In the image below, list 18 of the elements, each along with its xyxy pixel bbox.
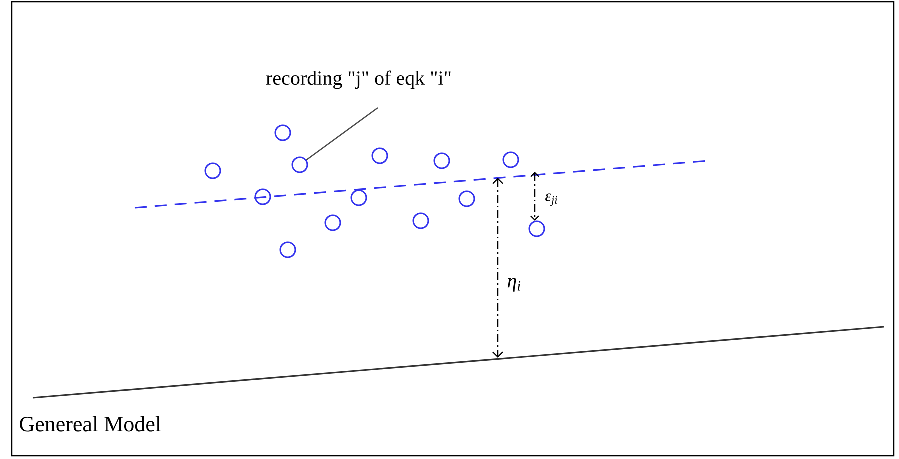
data-point xyxy=(528,220,546,238)
symbol-label: ε$_{ji}$ xyxy=(546,194,558,206)
axis-title: Genereal Model xyxy=(20,416,162,432)
data-point xyxy=(280,242,296,258)
symbol-label: η$_{i}$ xyxy=(508,278,521,292)
data-point xyxy=(292,156,308,174)
data-point xyxy=(274,124,292,142)
data-point xyxy=(502,152,520,168)
data-point xyxy=(350,190,368,206)
callout-text: recording "j" of eqk "i" xyxy=(266,70,451,90)
data-point xyxy=(412,212,430,230)
data-point xyxy=(254,188,272,206)
data-point xyxy=(204,162,222,180)
data-point xyxy=(434,152,450,170)
data-point xyxy=(324,214,342,232)
leader-line xyxy=(306,107,378,161)
data-point xyxy=(372,148,388,164)
data-point xyxy=(458,190,476,208)
